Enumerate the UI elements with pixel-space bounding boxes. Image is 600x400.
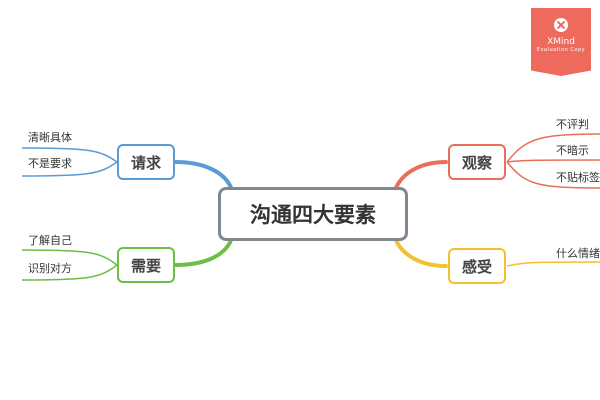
subtopic-guancha-3[interactable]: 不贴标签 bbox=[556, 171, 600, 184]
xmind-logo-icon bbox=[554, 18, 568, 32]
subtopic-qingqiu-1[interactable]: 清晰具体 bbox=[28, 131, 72, 144]
subtopic-guancha-2[interactable]: 不暗示 bbox=[556, 144, 589, 157]
main-topic-ganshou[interactable]: 感受 bbox=[448, 248, 506, 284]
connector-xuyao-leaf-1 bbox=[21, 249, 118, 266]
connector-guancha-leaf-1 bbox=[506, 133, 600, 163]
subtopic-xuyao-1[interactable]: 了解自己 bbox=[28, 234, 72, 247]
connector-qingqiu-leaf-1 bbox=[21, 147, 118, 163]
connector-ganshou-leaf-1 bbox=[506, 261, 600, 267]
xmind-watermark: XMind Evaluation Copy bbox=[531, 8, 591, 76]
connector-central-qingqiu bbox=[174, 160, 234, 192]
watermark-name: XMind bbox=[547, 37, 575, 47]
subtopic-xuyao-2[interactable]: 识别对方 bbox=[28, 262, 72, 275]
main-topic-guancha[interactable]: 观察 bbox=[448, 144, 506, 180]
subtopic-ganshou-1[interactable]: 什么情绪 bbox=[556, 247, 600, 260]
main-topic-xuyao[interactable]: 需要 bbox=[117, 247, 175, 283]
connector-qingqiu-leaf-2 bbox=[21, 161, 118, 177]
connector-central-guancha bbox=[393, 160, 448, 192]
connector-central-ganshou bbox=[393, 236, 448, 268]
main-topic-qingqiu[interactable]: 请求 bbox=[117, 144, 175, 180]
connector-guancha-leaf-3 bbox=[506, 161, 600, 189]
subtopic-guancha-1[interactable]: 不评判 bbox=[556, 118, 589, 131]
central-topic[interactable]: 沟通四大要素 bbox=[218, 187, 408, 241]
subtopic-qingqiu-2[interactable]: 不是要求 bbox=[28, 157, 72, 170]
watermark-subtitle: Evaluation Copy bbox=[536, 47, 586, 53]
connector-xuyao-leaf-2 bbox=[21, 264, 118, 281]
connector-guancha-leaf-2 bbox=[506, 159, 600, 163]
connector-central-xuyao bbox=[174, 236, 234, 267]
